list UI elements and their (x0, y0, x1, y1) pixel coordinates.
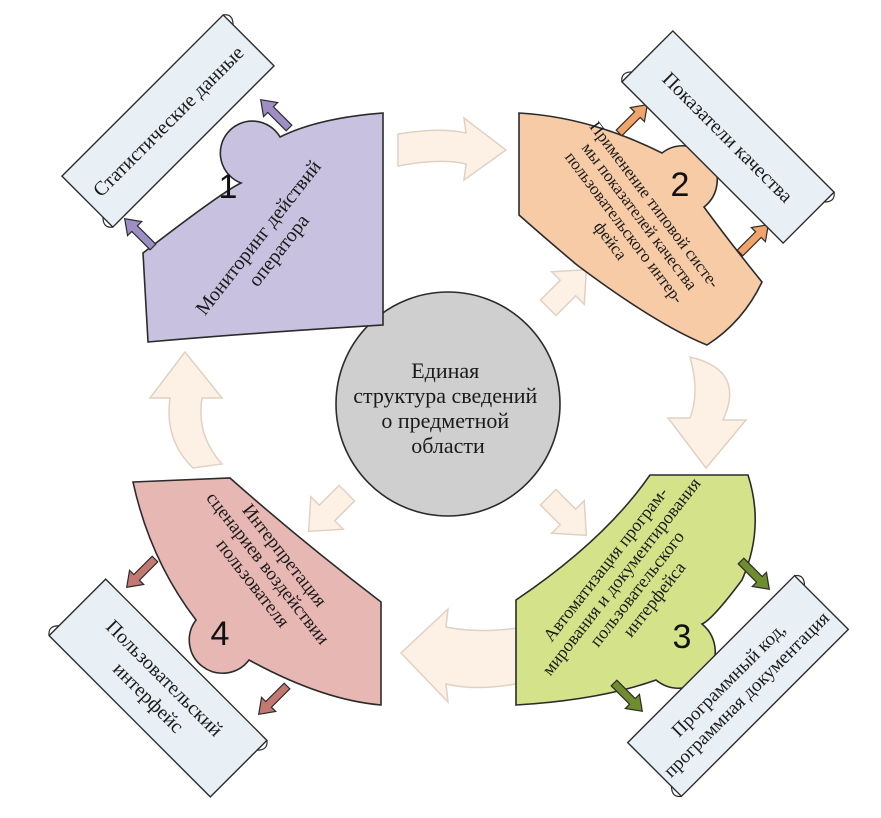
output-arrow-3a (737, 557, 771, 591)
center-circle (335, 291, 561, 517)
output-arrow-2a (615, 103, 649, 137)
output-doc-3-box (626, 574, 850, 798)
output-doc-4-curl-bottom (48, 625, 60, 636)
output-doc-3-curl-bottom (670, 786, 682, 798)
output-doc-4-box (48, 578, 268, 798)
stage-2-shape (518, 112, 763, 346)
cycle-arrow-4-to-1 (148, 350, 224, 469)
output-arrow-3b (610, 679, 644, 713)
stage-4-shape (132, 477, 382, 706)
cycle-arrow-3-to-4 (399, 607, 526, 705)
center-node: Единая структура сведений о предметной о… (335, 291, 561, 517)
output-doc-3-curl (794, 574, 806, 586)
cycle-arrow-1-to-2 (397, 116, 508, 182)
output-doc-4-curl (256, 740, 268, 751)
stage-4-number: 4 (211, 615, 230, 653)
radial-arrow-to-3 (539, 488, 588, 537)
output-arrow-1a (259, 98, 293, 132)
stage-3: 3 Автоматизация програм- мирования и док… (515, 474, 756, 706)
output-doc-1-curl (223, 14, 234, 25)
radial-arrow-to-4 (307, 484, 356, 533)
cycle-arrow-2-to-3 (666, 355, 748, 470)
center-line-3: о предметной (381, 408, 509, 433)
stage-2: 2 Применение типовой систе- мы показател… (518, 112, 763, 346)
output-arrow-2b (736, 223, 770, 257)
output-arrow-4b (257, 682, 291, 716)
stage-2-number: 2 (671, 166, 690, 204)
stage-1-shape (142, 112, 384, 343)
center-line-2: структура сведений (353, 383, 537, 408)
stage-1: 1 Мониторинг действий оператора (142, 112, 384, 343)
svg-text:Единая структура сведени: Единая структура сведений о предметной о… (353, 358, 543, 458)
output-doc-2-box (620, 29, 836, 245)
radial-arrow-to-2 (539, 268, 588, 317)
output-doc-2-curl-bottom (621, 71, 632, 82)
cycle-arrows (148, 116, 748, 705)
output-arrow-1b (123, 217, 157, 251)
output-arrows (123, 98, 771, 716)
stage-1-number: 1 (219, 168, 238, 206)
center-line-4: области (411, 433, 485, 458)
output-arrow-4a (125, 555, 159, 589)
output-doc-1-box (60, 13, 276, 229)
stage-3-shape (515, 474, 756, 706)
stage-3-number: 3 (673, 618, 692, 656)
output-doc-2-curl (824, 192, 835, 203)
output-doc-1-curl-bottom (102, 217, 113, 228)
center-line-1: Единая (411, 358, 479, 383)
